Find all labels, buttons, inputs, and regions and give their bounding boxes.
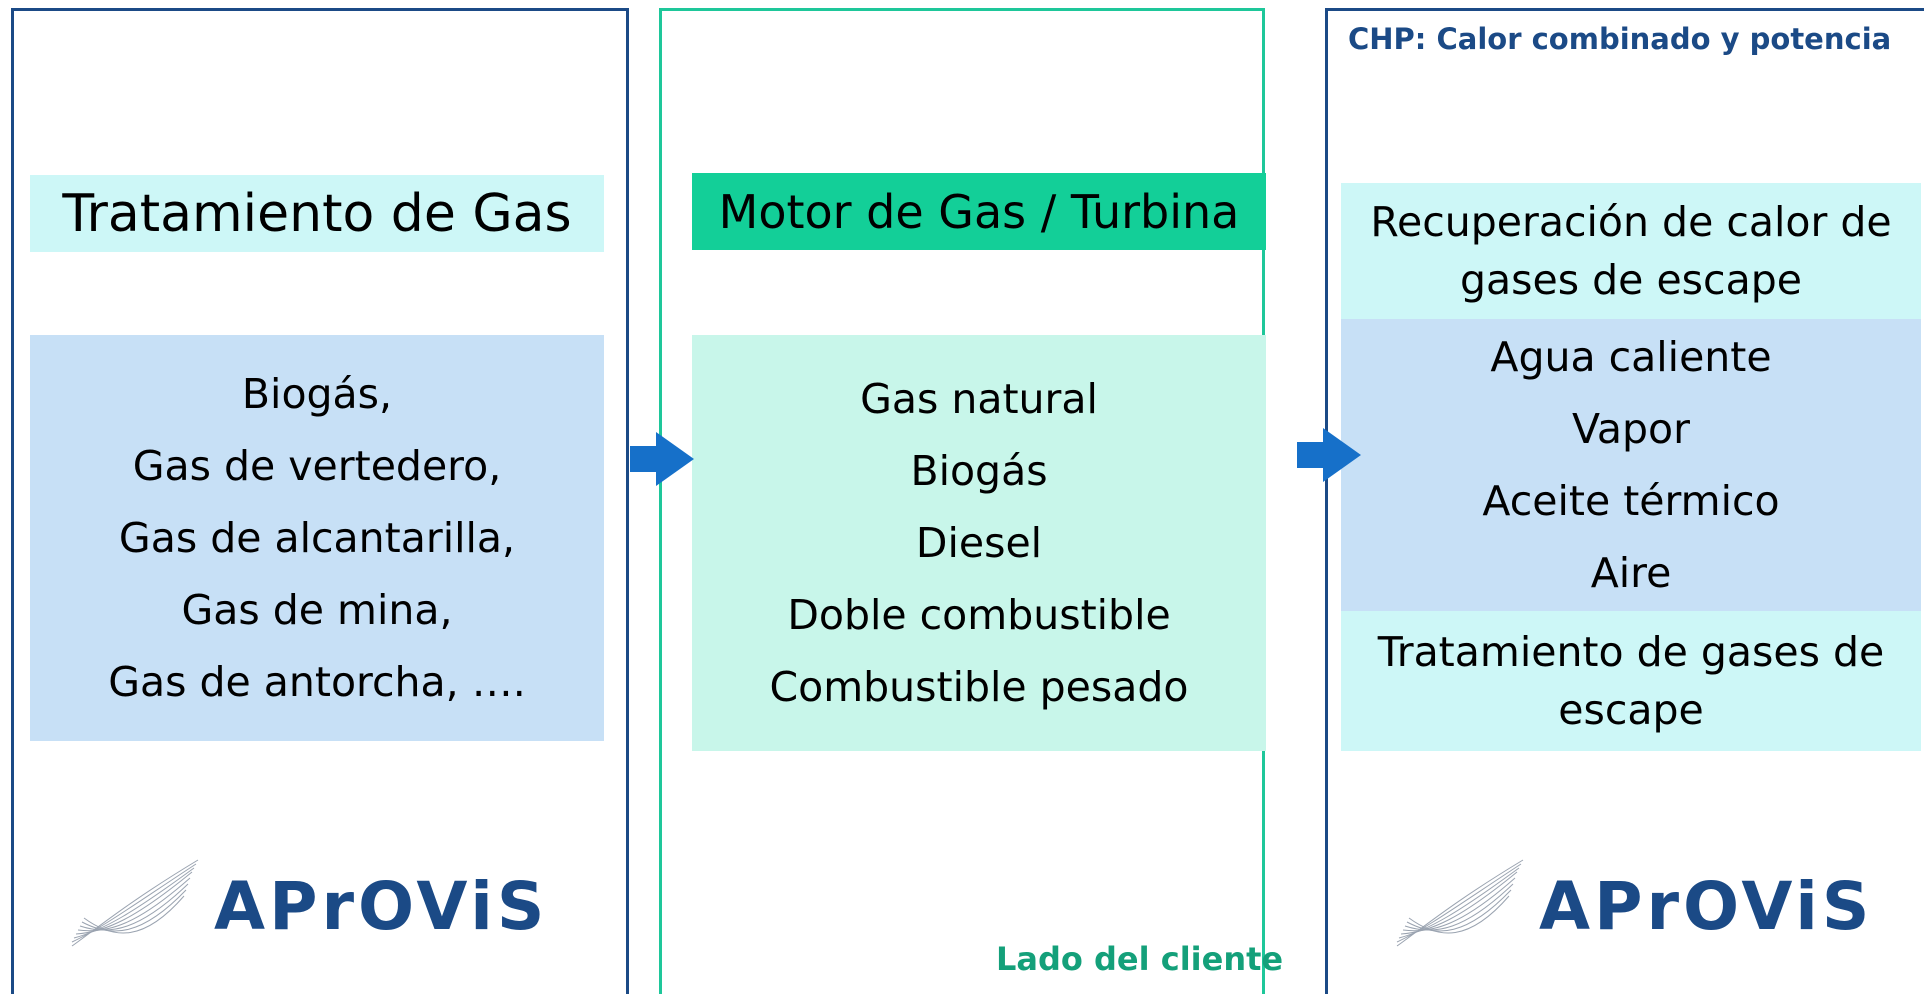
heat-medium-list: Agua caliente Vapor Aceite térmico Aire [1341,319,1921,611]
aprovis-logo: APrOViS [1395,856,1873,956]
list-item: Combustible pesado [769,663,1189,711]
list-item: Vapor [1572,405,1690,453]
gas-treatment-title: Tratamiento de Gas [62,183,572,244]
client-side-label: Lado del cliente [996,940,1284,978]
list-item: Gas de alcantarilla, [118,514,516,562]
list-item: Aire [1590,549,1672,597]
list-item: Biogás [910,447,1048,495]
list-item: Biogás, [241,370,393,418]
aprovis-swoosh-icon [1396,859,1524,947]
list-item: Gas natural [860,375,1098,423]
aprovis-swoosh-icon [71,859,199,947]
list-item: Doble combustible [787,591,1171,639]
gas-type-list: Biogás, Gas de vertedero, Gas de alcanta… [30,335,604,741]
exhaust-treatment-line: escape [1558,686,1704,734]
list-item: Gas de vertedero, [132,442,502,490]
list-item: Gas de mina, [181,586,453,634]
fuel-list: Gas natural Biogás Diesel Doble combusti… [692,335,1266,751]
heat-recovery-line: Recuperación de calor de [1370,198,1892,246]
list-item: Agua caliente [1490,333,1772,381]
aprovis-logo: APrOViS [70,856,548,956]
engine-header: Motor de Gas / Turbina [692,173,1266,250]
list-item: Diesel [915,519,1043,567]
list-item: Aceite térmico [1482,477,1780,525]
heat-recovery-line: gases de escape [1460,256,1802,304]
heat-recovery-box: Recuperación de calor de gases de escape [1341,183,1921,319]
list-item: Gas de antorcha, …. [108,658,526,706]
exhaust-treatment-box: Tratamiento de gases de escape [1341,611,1921,751]
aprovis-logo-text: APrOViS [214,867,549,945]
right-arrow-icon [1297,428,1361,482]
chp-caption: CHP: Calor combinado y potencia [1348,22,1892,56]
exhaust-treatment-line: Tratamiento de gases de [1377,628,1885,676]
aprovis-logo-text: APrOViS [1539,867,1874,945]
right-arrow-icon [630,432,694,486]
gas-treatment-header: Tratamiento de Gas [30,175,604,252]
engine-title: Motor de Gas / Turbina [718,184,1240,239]
